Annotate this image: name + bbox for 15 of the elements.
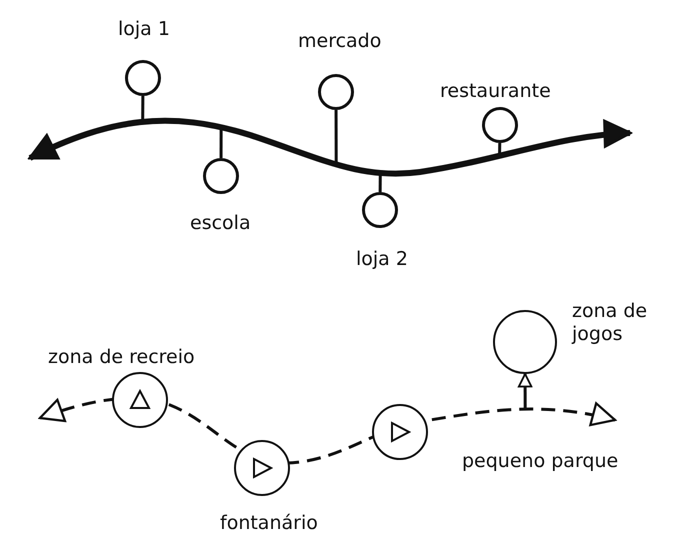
- place-label: zona de recreio: [48, 346, 195, 368]
- place-label: loja 2: [356, 248, 408, 270]
- place-label: restaurante: [440, 80, 551, 102]
- place-label: mercado: [298, 30, 382, 52]
- connector-stem: [141, 96, 144, 122]
- connector-stem: [378, 173, 382, 192]
- place-label: escola: [190, 212, 251, 234]
- place-label: fontanário: [220, 512, 318, 534]
- connector-stem: [334, 110, 338, 164]
- place-label: pequeno parque: [462, 450, 618, 472]
- place-label: zona de jogos: [572, 300, 648, 346]
- connector-stem: [518, 373, 532, 410]
- connector-stem: [220, 127, 223, 158]
- place-label: loja 1: [118, 18, 170, 40]
- connector-stem: [498, 142, 502, 156]
